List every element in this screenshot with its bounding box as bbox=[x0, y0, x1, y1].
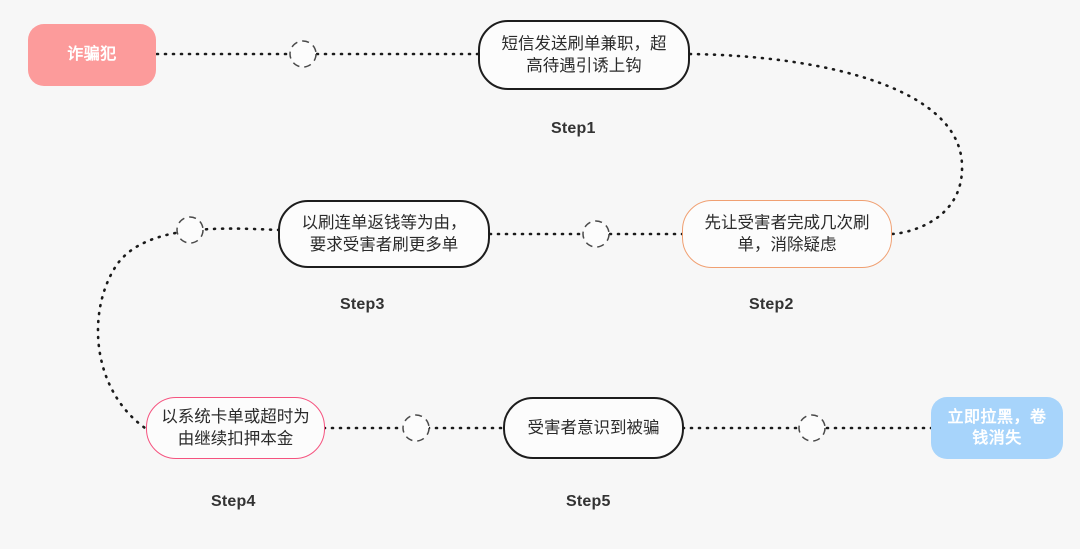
node-step2[interactable]: 先让受害者完成几次刷 单，消除疑虑 bbox=[682, 200, 892, 268]
node-step5[interactable]: 受害者意识到被骗 bbox=[503, 397, 684, 459]
step-label-step5: Step5 bbox=[566, 493, 611, 510]
node-step1[interactable]: 短信发送刷单兼职，超 高待遇引诱上钩 bbox=[478, 20, 690, 90]
dashed-circle-joint-icon bbox=[402, 414, 430, 442]
step-label-step2: Step2 bbox=[749, 296, 794, 313]
step-label-step3: Step3 bbox=[340, 296, 385, 313]
dashed-circle-joint-icon bbox=[176, 216, 204, 244]
node-step3[interactable]: 以刷连单返钱等为由， 要求受害者刷更多单 bbox=[278, 200, 490, 268]
dashed-circle-joint-icon bbox=[582, 220, 610, 248]
node-start-scammer[interactable]: 诈骗犯 bbox=[28, 24, 156, 86]
dashed-circle-joint-icon bbox=[289, 40, 317, 68]
step-label-step1: Step1 bbox=[551, 120, 596, 137]
node-end-blacklist[interactable]: 立即拉黑，卷 钱消失 bbox=[931, 397, 1063, 459]
dashed-circle-joint-icon bbox=[798, 414, 826, 442]
step-label-step4: Step4 bbox=[211, 493, 256, 510]
node-step4[interactable]: 以系统卡单或超时为 由继续扣押本金 bbox=[146, 397, 325, 459]
